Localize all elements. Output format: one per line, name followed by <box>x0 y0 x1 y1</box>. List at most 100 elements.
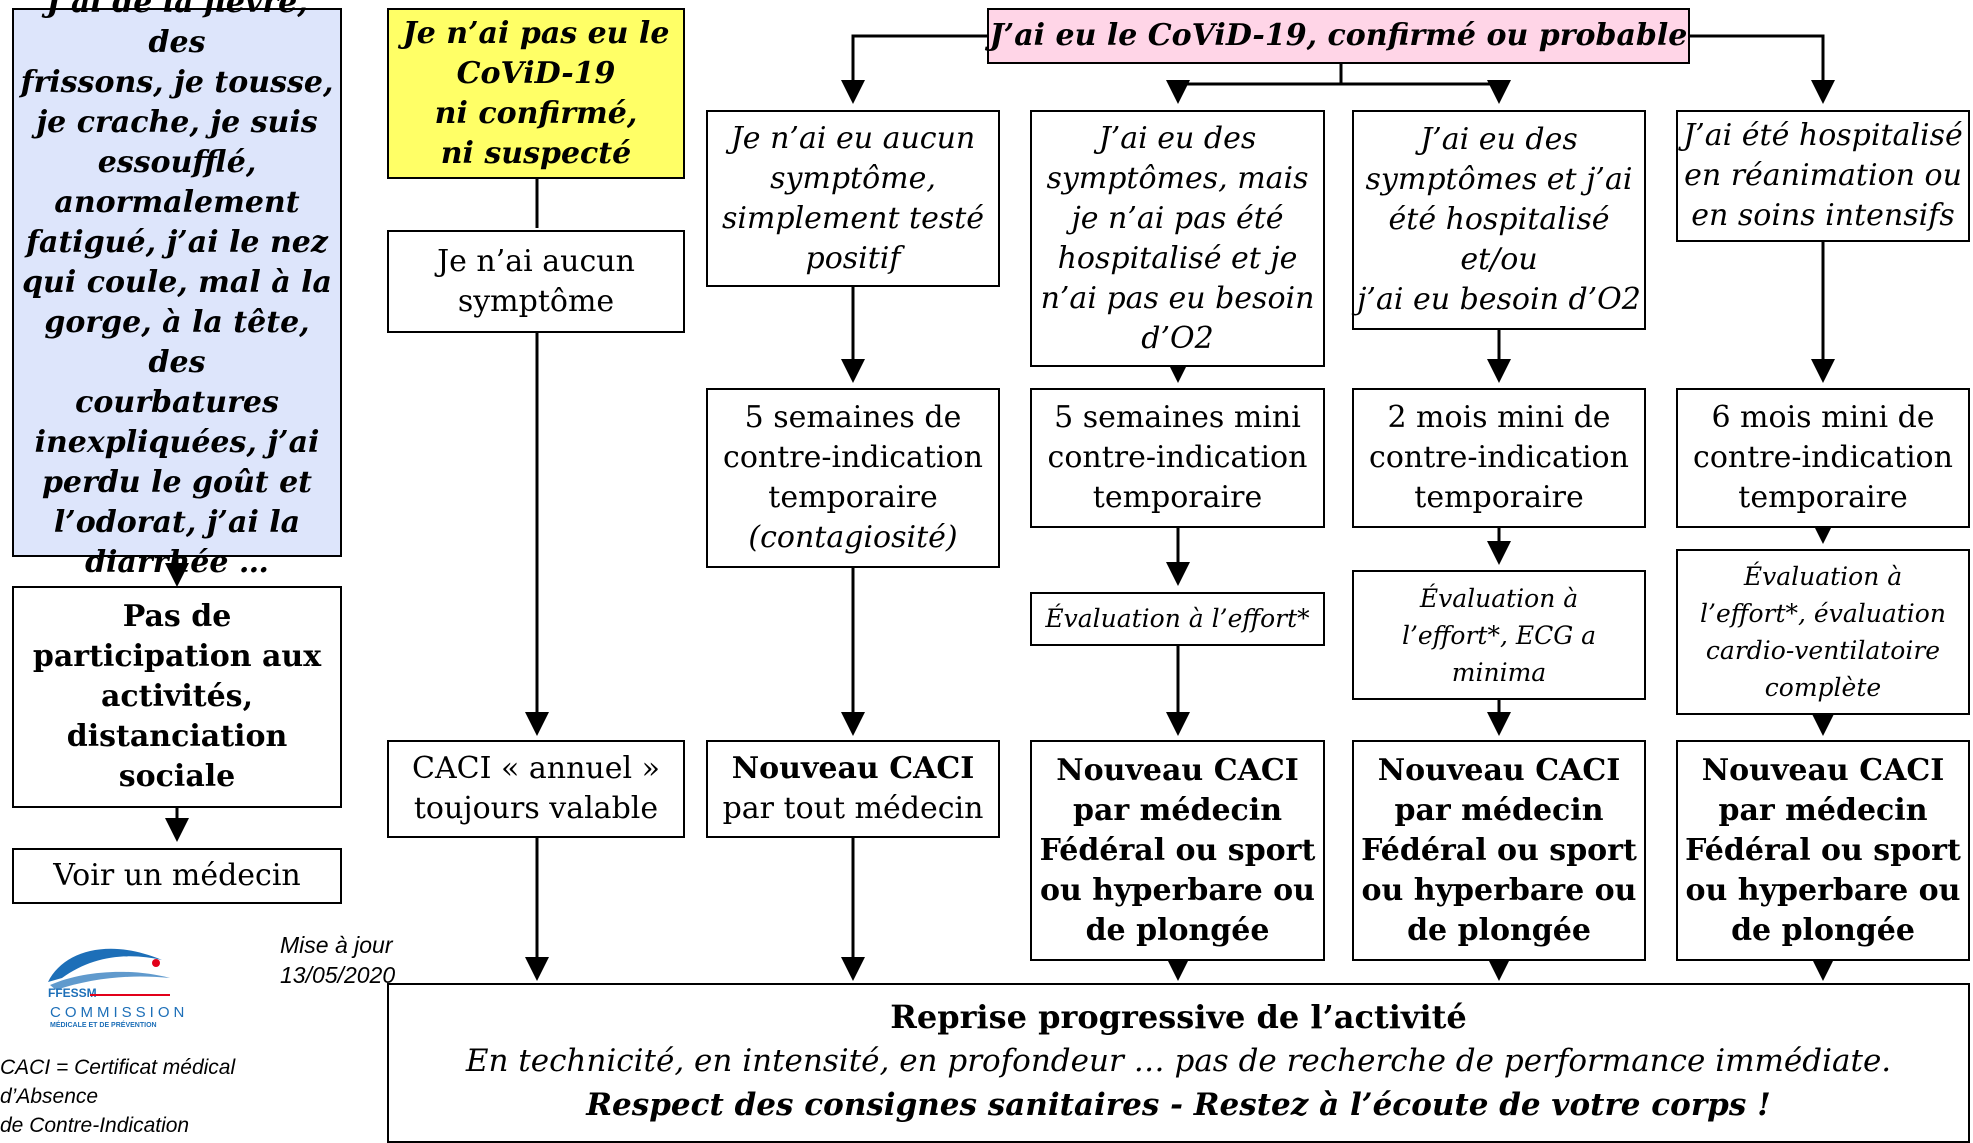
eval-line: Évaluation à <box>1743 562 1903 591</box>
eval-line: complète <box>1764 673 1882 702</box>
caci-line: Nouveau CACI <box>731 751 975 786</box>
legend-line: d’Absence <box>0 1085 99 1108</box>
caci-box-1: Nouveau CACI par tout médecin <box>706 740 1000 838</box>
eval-box-4: Évaluation à l’effort*, évaluation cardi… <box>1676 549 1970 715</box>
caci-box-4: Nouveau CACI par médecin Fédéral ou spor… <box>1676 740 1970 961</box>
caci-line: Fédéral ou sport <box>1039 832 1316 868</box>
symptoms-line: J’ai de la fièvre, des <box>46 0 308 60</box>
logo-commission: COMMISSION <box>50 1004 189 1021</box>
caci-legend: CACI = Certificat médical d’Absence de C… <box>0 1053 235 1140</box>
no-symptom-line: Je n’ai aucun <box>437 243 635 279</box>
symptoms-line: perdu le goût et <box>41 464 313 500</box>
legend-line: de Contre-Indication <box>0 1114 190 1137</box>
ci-line: 5 semaines de <box>744 400 962 435</box>
ci-line: 6 mois mini de <box>1711 400 1935 435</box>
symptoms-box: J’ai de la fièvre, des frissons, je tous… <box>12 0 342 580</box>
case-line: été hospitalisé <box>1388 202 1610 237</box>
caci-line: Nouveau CACI <box>1056 752 1299 788</box>
caci-line: de plongée <box>1407 912 1591 948</box>
ci-line: contre-indication <box>1047 440 1308 475</box>
symptoms-line: diarrhée … <box>85 544 269 580</box>
symptoms-line: frissons, je tousse, <box>20 64 334 100</box>
case-line: simplement testé <box>721 200 985 236</box>
no-covid-box: Je n’ai pas eu le CoViD-19 ni confirmé, … <box>387 8 685 179</box>
caci-box-2: Nouveau CACI par médecin Fédéral ou spor… <box>1030 740 1325 961</box>
symptoms-line: anormalement <box>54 184 300 220</box>
symptoms-line: fatigué, j’ai le nez <box>26 224 328 260</box>
see-doctor-label: Voir un médecin <box>53 858 301 893</box>
ci-line: 5 semaines mini <box>1054 400 1301 435</box>
symptoms-line: inexpliquées, j’ai <box>34 424 320 460</box>
caci-line: ou hyperbare ou <box>1361 872 1637 908</box>
no-participation-line: distanciation <box>66 719 288 754</box>
update-line: 13/05/2020 <box>280 962 396 988</box>
case-line: J’ai été hospitalisé <box>1683 118 1963 153</box>
no-covid-line: ni suspecté <box>440 135 632 171</box>
no-participation-box: Pas de participation aux activités, dist… <box>12 586 342 808</box>
no-participation-line: activités, <box>100 679 254 714</box>
case-line: hospitalisé et je <box>1057 240 1298 276</box>
eval-box-3: Évaluation à l’effort*, ECG a minima <box>1352 570 1646 700</box>
caci-line: par médecin <box>1394 792 1604 828</box>
case-line: je n’ai pas été <box>1071 200 1284 236</box>
covid-title: J’ai eu le CoViD-19, confirmé ou probabl… <box>989 18 1688 53</box>
caci-line: ou hyperbare ou <box>1685 872 1961 908</box>
case-line: symptômes et j’ai <box>1365 162 1633 197</box>
caci-line: ou hyperbare ou <box>1040 872 1315 908</box>
case-line: symptôme, <box>770 160 936 196</box>
no-covid-line: Je n’ai pas eu le <box>402 15 670 51</box>
symptoms-line: qui coule, mal à la <box>22 264 332 300</box>
ci-line: temporaire <box>1092 480 1263 515</box>
ci-box-1: 5 semaines de contre-indication temporai… <box>706 388 1000 568</box>
caci-line: Nouveau CACI <box>1701 752 1945 788</box>
caci-annual-line: toujours valable <box>413 791 659 826</box>
ci-box-3: 2 mois mini de contre-indication tempora… <box>1352 388 1646 528</box>
no-participation-line: Pas de <box>122 599 232 634</box>
no-covid-line: ni confirmé, <box>434 95 638 131</box>
eval-line: l’effort*, évaluation <box>1700 599 1946 628</box>
update-line: Mise à jour <box>280 932 393 958</box>
covid-title-box: J’ai eu le CoViD-19, confirmé ou probabl… <box>987 8 1690 64</box>
no-symptom-box: Je n’ai aucun symptôme <box>387 230 685 333</box>
case-box-2: J’ai eu des symptômes, mais je n’ai pas … <box>1030 110 1325 367</box>
case-box-1: Je n’ai eu aucun symptôme, simplement te… <box>706 110 1000 287</box>
update-note: Mise à jour 13/05/2020 <box>280 930 395 990</box>
case-line: en soins intensifs <box>1691 198 1955 233</box>
wave-icon <box>48 948 170 990</box>
ci-line: temporaire <box>1738 480 1908 515</box>
caci-line: de plongée <box>1731 912 1915 948</box>
symptoms-line: courbatures <box>75 384 279 420</box>
ci-line: 2 mois mini de <box>1387 400 1611 435</box>
case-line: J’ai eu des <box>1098 120 1257 156</box>
symptoms-line: l’odorat, j’ai la <box>53 504 301 540</box>
no-participation-line: sociale <box>118 759 236 794</box>
logo-rule <box>90 994 170 996</box>
ci-line: contre-indication <box>1369 440 1629 475</box>
no-symptom-line: symptôme <box>457 283 615 319</box>
eval-line: cardio-ventilatoire <box>1705 636 1941 665</box>
symptoms-line: gorge, à la tête, des <box>44 304 310 380</box>
reprise-title: Reprise progressive de l’activité <box>890 998 1467 1036</box>
no-covid-line: CoViD-19 <box>456 55 616 91</box>
caci-annual-line: CACI « annuel » <box>412 751 660 786</box>
caci-box-3: Nouveau CACI par médecin Fédéral ou spor… <box>1352 740 1646 961</box>
symptoms-line: je crache, je suis <box>36 104 318 140</box>
legend-line: CACI = Certificat médical <box>0 1056 236 1079</box>
case-line: positif <box>805 240 901 276</box>
eval-line: l’effort*, ECG a <box>1401 620 1597 650</box>
ci-line: contre-indication <box>1693 440 1953 475</box>
caci-line: Fédéral ou sport <box>1361 832 1637 868</box>
case-line: symptômes, mais <box>1046 160 1309 196</box>
ci-note: (contagiosité) <box>748 520 958 555</box>
eval-line: minima <box>1451 657 1547 687</box>
case-line: d’O2 <box>1141 320 1214 356</box>
eval-box-2: Évaluation à l’effort* <box>1030 592 1325 646</box>
logo-sub: MÉDICALE ET DE PRÉVENTION <box>50 1022 157 1029</box>
reprise-box: Reprise progressive de l’activité En tec… <box>387 983 1970 1143</box>
caci-sub: par tout médecin <box>722 791 984 826</box>
case-box-4: J’ai été hospitalisé en réanimation ou e… <box>1676 110 1970 242</box>
caci-line: Fédéral ou sport <box>1685 832 1961 868</box>
case-box-3: J’ai eu des symptômes et j’ai été hospit… <box>1352 110 1646 330</box>
ci-line: contre-indication <box>723 440 983 475</box>
caci-line: par médecin <box>1072 792 1283 828</box>
